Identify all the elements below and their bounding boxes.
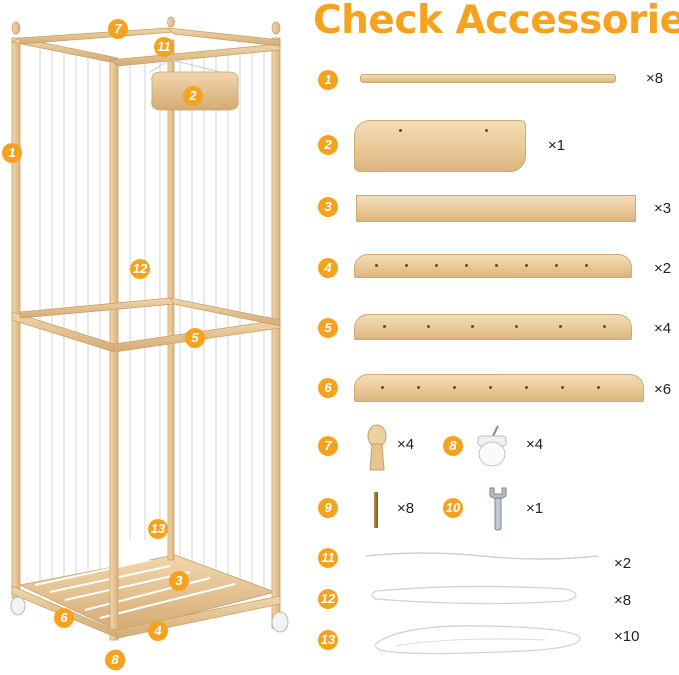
diagram-label: 7	[108, 19, 128, 39]
metal-pin-icon	[374, 492, 378, 528]
diagram-label: 2	[183, 86, 203, 106]
item-number-badge: 11	[318, 548, 338, 568]
item-quantity: ×8	[646, 70, 664, 87]
page-title: Check Accessories	[313, 0, 679, 43]
item-quantity: ×4	[526, 436, 544, 453]
item-number-badge: 2	[318, 135, 338, 155]
item-number-badge: 10	[443, 498, 463, 518]
wooden-finial-icon	[367, 424, 387, 471]
item-quantity: ×8	[397, 500, 415, 517]
diagram-label: 11	[154, 37, 174, 57]
item-quantity: ×10	[614, 628, 640, 645]
wrench-icon	[489, 487, 507, 531]
item-number-badge: 9	[318, 498, 338, 518]
item-number-badge: 1	[318, 70, 338, 90]
diagram-label: 3	[169, 571, 189, 591]
flat-board-icon	[356, 195, 636, 222]
item-quantity: ×4	[654, 320, 672, 337]
drilled-rail-short-icon	[354, 314, 632, 340]
item-number-badge: 8	[443, 436, 463, 456]
caster-wheel-icon	[477, 425, 507, 467]
diagram-label: 12	[130, 259, 150, 279]
string-loop-icon	[371, 585, 577, 605]
diagram-label: 8	[105, 650, 125, 670]
string-loop-large-icon	[374, 625, 581, 655]
item-quantity: ×3	[654, 200, 672, 217]
item-quantity: ×8	[614, 592, 632, 609]
drilled-rail-wide-icon	[354, 374, 644, 402]
diagram-label: 1	[2, 143, 22, 163]
wooden-rod-icon	[360, 74, 616, 83]
item-quantity: ×2	[614, 555, 632, 572]
item-number-badge: 12	[318, 589, 338, 609]
decorative-plaque-icon	[354, 120, 526, 172]
item-number-badge: 4	[318, 258, 338, 278]
item-quantity: ×6	[654, 381, 672, 398]
item-number-badge: 7	[318, 436, 338, 456]
diagram-label: 5	[185, 328, 205, 348]
item-quantity: ×2	[654, 260, 672, 277]
assembled-hamper-illustration: 7 11 2 1 12 5 13 3 6 4 8	[0, 0, 300, 675]
diagram-label: 4	[148, 621, 168, 641]
item-quantity: ×1	[548, 137, 566, 154]
string-short-icon	[365, 552, 599, 560]
item-quantity: ×4	[397, 436, 415, 453]
diagram-label: 6	[54, 608, 74, 628]
diagram-label: 13	[148, 519, 168, 539]
drilled-rail-long-icon	[354, 254, 632, 278]
item-number-badge: 5	[318, 318, 338, 338]
item-number-badge: 3	[318, 197, 338, 217]
item-number-badge: 6	[318, 378, 338, 398]
item-number-badge: 13	[318, 630, 338, 650]
item-quantity: ×1	[526, 500, 544, 517]
hamper-drawing	[10, 16, 289, 671]
